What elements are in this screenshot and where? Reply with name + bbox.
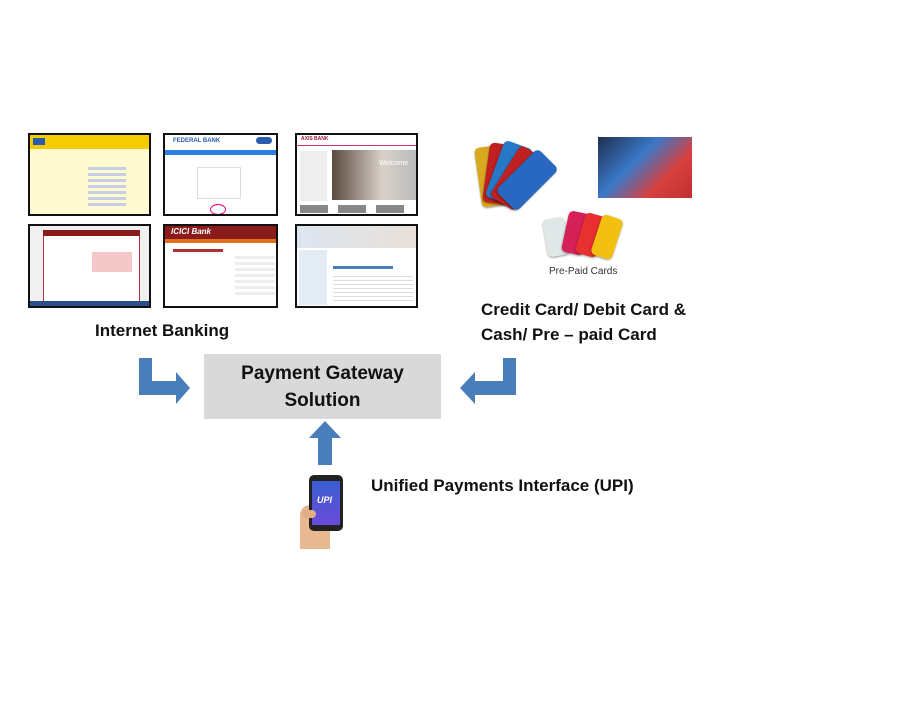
cards-label-line2: Cash/ Pre – paid Card: [481, 325, 657, 344]
internet-banking-label: Internet Banking: [95, 321, 230, 340]
debit-cards-image: [598, 137, 692, 198]
bank-thumbnail-6: [295, 224, 418, 308]
gateway-title-line1: Payment Gateway: [241, 362, 404, 384]
gateway-title-line2: Solution: [284, 389, 361, 411]
bank-thumbnail-1: [28, 133, 151, 216]
payment-gateway-box: Payment Gateway Solution: [204, 354, 441, 419]
up-arrow: [309, 421, 341, 465]
federal-bank-thumbnail: FEDERAL BANK: [163, 133, 278, 216]
cards-label-line1: Credit Card/ Debit Card &: [481, 300, 686, 319]
icici-bank-thumbnail: ICICI Bank: [163, 224, 278, 308]
upi-label: Unified Payments Interface (UPI): [371, 476, 634, 495]
left-bent-arrow: [139, 358, 190, 404]
bank-thumbnail-4: [28, 224, 151, 308]
prepaid-cards-caption: Pre-Paid Cards: [549, 266, 618, 277]
right-bent-arrow: [460, 358, 516, 404]
axis-bank-thumbnail: AXIS BANK Welcome: [295, 133, 418, 216]
